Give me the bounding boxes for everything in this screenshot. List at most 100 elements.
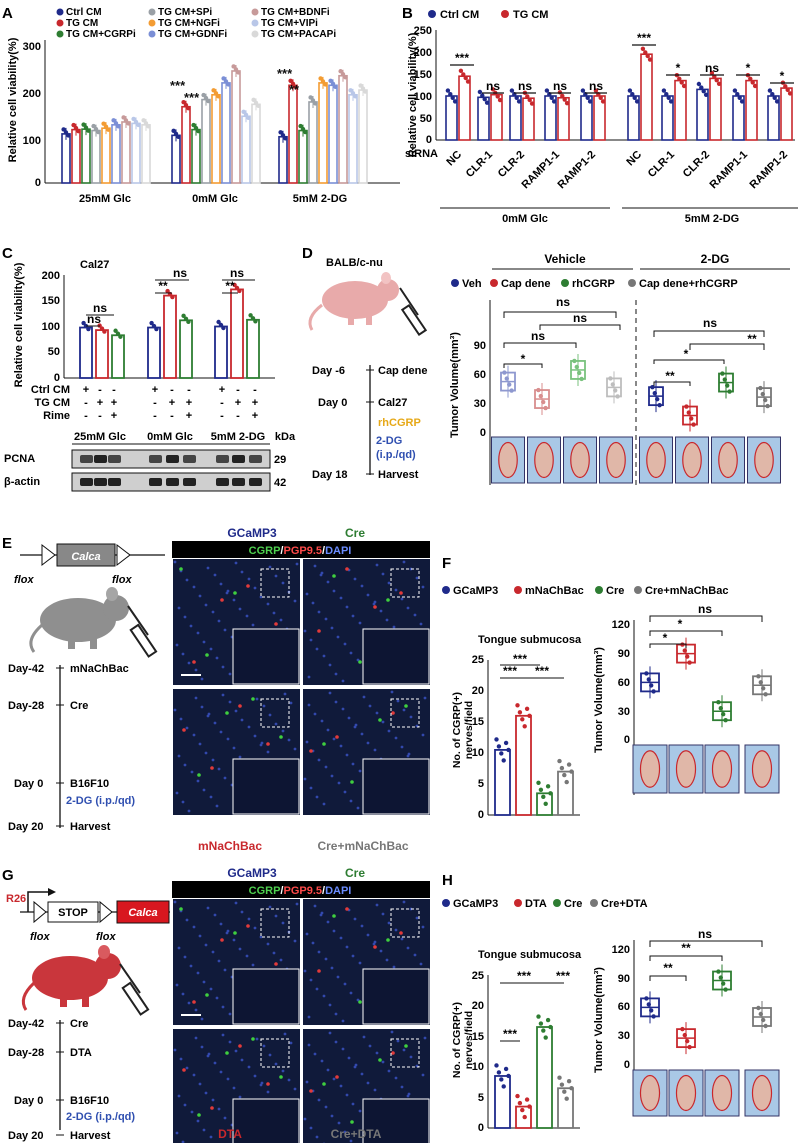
dapi-nucleus: [349, 1139, 353, 1143]
h-data-point: [538, 1021, 544, 1026]
d-data-point: [504, 376, 509, 381]
c-data-point: [151, 323, 157, 329]
a-data-point: [171, 128, 176, 134]
f-data-point: [559, 765, 565, 771]
a-data-point: [181, 100, 186, 105]
svg-text:10: 10: [472, 747, 484, 759]
svg-text:Day -6: Day -6: [312, 365, 345, 377]
a-data-point: [96, 129, 101, 135]
svg-text:ns: ns: [705, 61, 719, 75]
roi-box: [260, 568, 290, 598]
dapi-nucleus: [358, 769, 362, 773]
dapi-nucleus: [202, 980, 206, 984]
b-data-point: [461, 72, 466, 77]
b-data-point: [664, 92, 669, 97]
c-bar: [230, 288, 244, 379]
a-data-point: [283, 136, 288, 141]
b-data-point: [735, 92, 740, 97]
b-data-point: [681, 83, 687, 89]
a-legend: Ctrl CM TG CM TG CM+CGRPi TG CM+SPi TG C…: [56, 7, 336, 40]
b-data-point: [480, 93, 485, 98]
svg-text:+: +: [252, 397, 258, 409]
svg-text:Cre: Cre: [345, 526, 365, 540]
svg-text:**: **: [681, 941, 691, 955]
svg-text:-: -: [236, 410, 240, 422]
a-bar: [251, 103, 261, 184]
g-stop-box: [47, 901, 99, 923]
dapi-nucleus: [177, 946, 181, 950]
a-bar: [338, 74, 348, 184]
svg-text:10: 10: [472, 1061, 484, 1073]
b-xtick: RAMP1-1: [519, 149, 562, 192]
dapi-nucleus: [421, 925, 425, 929]
dapi-nucleus: [381, 1060, 385, 1064]
a-legend-item: Ctrl CM: [66, 7, 102, 18]
b-data-point: [465, 79, 471, 84]
dapi-nucleus: [198, 594, 202, 598]
dapi-nucleus: [262, 1044, 266, 1048]
dapi-nucleus: [381, 572, 385, 576]
a-ylabel: Relative cell viability(%): [7, 37, 19, 162]
a-group-label: 25mM Glc: [79, 193, 131, 205]
svg-text:Day-42: Day-42: [8, 663, 44, 675]
a-data-point: [143, 121, 149, 126]
nerve-signal: [274, 962, 278, 966]
a-data-point: [101, 121, 106, 126]
c-data-point: [170, 294, 175, 300]
dapi-nucleus: [345, 753, 349, 757]
dapi-nucleus: [217, 767, 221, 771]
dapi-nucleus: [279, 958, 283, 962]
f-bar: [536, 792, 553, 816]
a-bar: [348, 94, 358, 184]
dapi-nucleus: [179, 717, 183, 721]
nerve-signal: [404, 704, 408, 708]
a-data-point: [253, 100, 259, 106]
a-bars: [61, 64, 368, 184]
b-data-point: [551, 99, 557, 104]
b-legend-item: TG CM: [513, 9, 548, 21]
svg-text:***: ***: [503, 664, 517, 678]
dapi-nucleus: [185, 918, 189, 922]
dapi-nucleus: [192, 925, 196, 929]
dapi-nucleus: [194, 1036, 198, 1040]
c-band-actin: [108, 478, 121, 486]
svg-text:0: 0: [426, 134, 432, 146]
dapi-nucleus: [375, 563, 379, 567]
dapi-nucleus: [217, 1107, 221, 1111]
a-data-point: [231, 64, 236, 69]
dapi-nucleus: [245, 954, 249, 958]
dapi-nucleus: [194, 1008, 198, 1012]
dapi-nucleus: [332, 589, 336, 593]
dapi-nucleus: [289, 701, 293, 705]
nerve-signal: [179, 567, 183, 571]
b-data-point: [564, 100, 570, 106]
dapi-nucleus: [400, 745, 404, 749]
dapi-nucleus: [281, 921, 285, 925]
a-data-point: [193, 125, 199, 131]
nerve-signal: [274, 622, 278, 626]
c-bar: [95, 329, 109, 379]
f-bars: [494, 703, 574, 816]
nerve-signal: [345, 567, 349, 571]
dapi-nucleus: [330, 774, 334, 778]
d-data-point: [765, 403, 770, 409]
dapi-nucleus: [311, 941, 315, 945]
svg-text:15: 15: [472, 1031, 484, 1043]
dapi-nucleus: [381, 912, 385, 916]
a-ytick: 300: [23, 41, 41, 53]
h-data-point: [506, 1073, 511, 1079]
dapi-nucleus: [266, 1090, 270, 1094]
dapi-nucleus: [219, 1070, 223, 1074]
dapi-nucleus: [281, 581, 285, 585]
dapi-nucleus: [287, 738, 291, 742]
dapi-nucleus: [240, 718, 244, 722]
svg-text:***: ***: [535, 664, 549, 678]
a-sig: **: [289, 82, 300, 97]
a-bar: [121, 121, 131, 184]
inset-zoom: [362, 968, 430, 1025]
a-data-point: [308, 95, 313, 100]
d-data-point: [509, 388, 514, 393]
dapi-nucleus: [353, 577, 357, 581]
a-bar: [111, 124, 121, 184]
dapi-nucleus: [358, 961, 362, 965]
